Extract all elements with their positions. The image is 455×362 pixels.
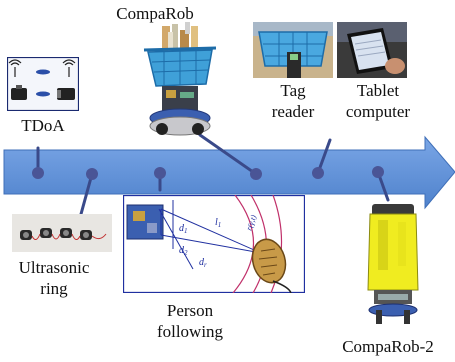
comparob-photo [143,22,217,136]
tag-reader-photo [253,22,333,78]
label-person-following: Person following [156,301,224,341]
symbol-dr: dr [199,257,207,269]
label-tag-reader: Tag reader [271,81,315,121]
comparob2-photo [367,204,419,324]
node-comparob [250,168,262,180]
ultrasonic-ring-photo [12,214,112,252]
node-tdoa [32,167,44,179]
node-comparob2 [372,166,384,178]
label-tablet-computer: Tablet computer [345,81,411,121]
symbol-d1: d1 [179,223,188,235]
label-comparob2: CompaRob-2 [342,337,434,356]
node-ultrasonic [86,168,98,180]
symbol-d2: d2 [179,245,188,257]
tablet-computer-photo [337,22,407,78]
label-ultrasonic-ring: Ultrasonic ring [18,258,90,298]
symbol-l1: l1 [215,217,221,229]
timeline-arrow [3,135,455,210]
tdoa-diagram [7,57,79,111]
label-comparob: CompaRob [116,4,194,23]
person-following-diagram: d1 d2 dr l1 r(γ,t) [123,195,305,293]
node-person-following [154,167,166,179]
node-tag-reader [312,167,324,179]
connector-comparob [198,133,258,176]
label-tdoa: TDoA [21,116,65,135]
